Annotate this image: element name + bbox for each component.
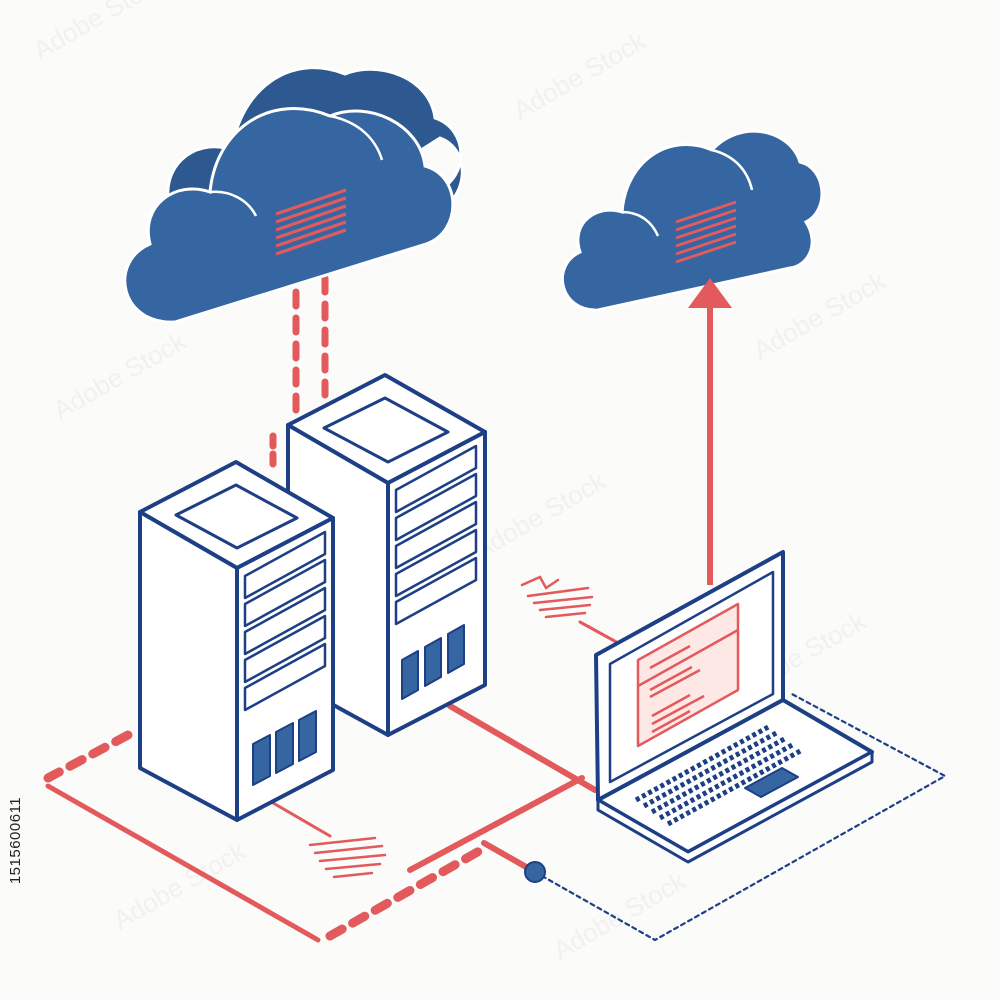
dashed-floor-bottom [325, 841, 493, 941]
server-left-left-face [138, 510, 239, 822]
signal-line [578, 620, 622, 646]
svg-text:Adobe Stock: Adobe Stock [108, 835, 252, 935]
server-right-top-inset [322, 396, 450, 464]
stock-id-text: 1515600611 [7, 796, 25, 884]
floor-line-inner [266, 798, 332, 838]
floor-line-outer [45, 783, 321, 943]
signal-waves-bottom [308, 836, 387, 879]
cloud-left-bump-edge [209, 114, 384, 217]
laptop-touchpad [744, 767, 799, 798]
svg-text:Adobe Stock: Adobe Stock [28, 0, 172, 65]
cloud-right-bars-icon [675, 200, 737, 264]
server-left-top-inset [174, 483, 299, 550]
dashed-floor-left [43, 730, 133, 783]
svg-text:Adobe Stock: Adobe Stock [48, 325, 192, 425]
server-rack-left [138, 460, 335, 822]
cloud-right-body [561, 129, 824, 312]
cloud-upload-icon [561, 129, 824, 312]
laptop-keyboard [634, 723, 804, 827]
server-right-drive-bays [401, 624, 465, 700]
server-to-laptop-line [447, 703, 598, 793]
cloud-left-body [123, 107, 455, 324]
junction-line [407, 775, 585, 873]
cloud-left-bars-icon [275, 188, 347, 256]
svg-text:Adobe Stock: Adobe Stock [508, 25, 652, 125]
server-right-vents [394, 444, 478, 626]
stock-id-label: 1515600611 [6, 690, 26, 990]
dotted-link-right [533, 691, 947, 942]
laptop-icon [594, 550, 874, 864]
network-hub-node [524, 861, 546, 883]
signal-waves-top [520, 575, 594, 619]
server-left-vents [243, 530, 327, 712]
svg-text:Adobe Stock: Adobe Stock [548, 865, 692, 965]
server-left-drive-bays [252, 710, 317, 786]
laptop-base-edge [596, 750, 874, 864]
svg-text:Adobe Stock: Adobe Stock [468, 465, 612, 565]
network-connections [43, 274, 947, 943]
cloud-right-bump-edge [621, 148, 754, 237]
laptop-screen-window [636, 602, 740, 748]
svg-text:Adobe Stock: Adobe Stock [748, 265, 892, 365]
arrow-up-icon [688, 278, 732, 585]
cloud-storage-icon [123, 66, 464, 324]
